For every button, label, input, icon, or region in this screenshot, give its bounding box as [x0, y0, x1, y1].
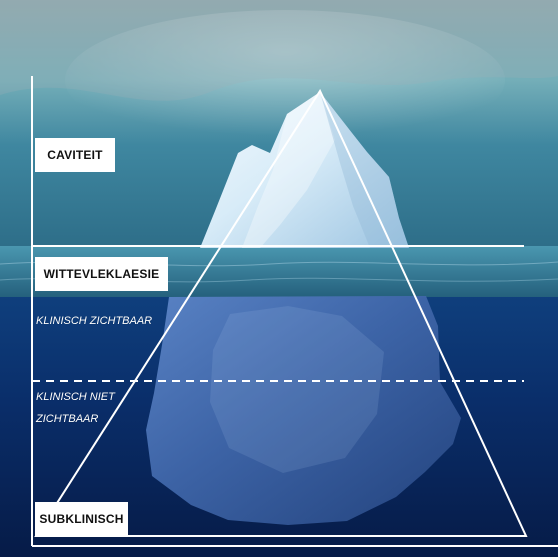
label-caviteit: CAVITEIT: [35, 138, 115, 172]
zone-clinically-visible: KLINISCH ZICHTBAAR: [36, 315, 153, 327]
label-wittevleklaesie: WITTEVLEKLAESIE: [35, 257, 168, 291]
label-subklinisch: SUBKLINISCH: [35, 502, 128, 536]
zone-clinically-not-visible: KLINISCH NIET ZICHTBAAR: [36, 391, 115, 425]
